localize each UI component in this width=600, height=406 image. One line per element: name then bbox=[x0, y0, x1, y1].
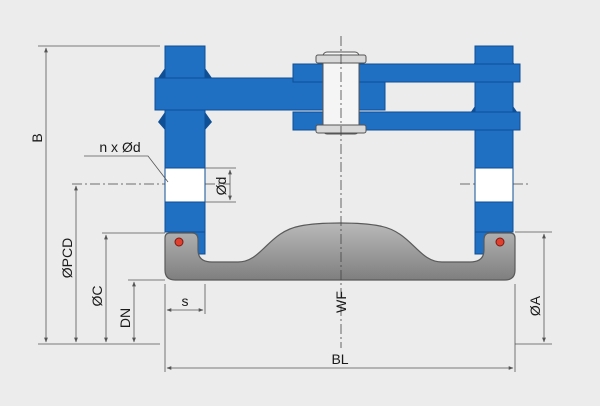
label-BL: BL bbox=[331, 351, 348, 367]
label-A: ØA bbox=[527, 295, 543, 316]
label-PCD: ØPCD bbox=[59, 238, 75, 278]
label-s: s bbox=[182, 293, 189, 309]
label-C: ØC bbox=[89, 286, 105, 307]
centerlines bbox=[72, 36, 530, 348]
leader-n-x-d bbox=[84, 155, 169, 183]
right-bolt-hole bbox=[474, 167, 514, 203]
label-B: B bbox=[29, 133, 45, 142]
left-bolt-hole bbox=[164, 167, 206, 203]
dimension-lines bbox=[38, 45, 552, 372]
left-bead-cord bbox=[174, 237, 184, 247]
label-WF: WF bbox=[333, 291, 349, 313]
right-bead-cord bbox=[495, 237, 505, 247]
labels: B ØPCD ØC DN Ød WF ØA n x Ød s BL bbox=[29, 133, 543, 367]
flexible-belt bbox=[164, 222, 516, 281]
left-flange bbox=[158, 45, 212, 255]
label-n-x-d: n x Ød bbox=[99, 139, 140, 155]
label-d: Ød bbox=[213, 177, 229, 196]
label-DN: DN bbox=[117, 308, 133, 328]
